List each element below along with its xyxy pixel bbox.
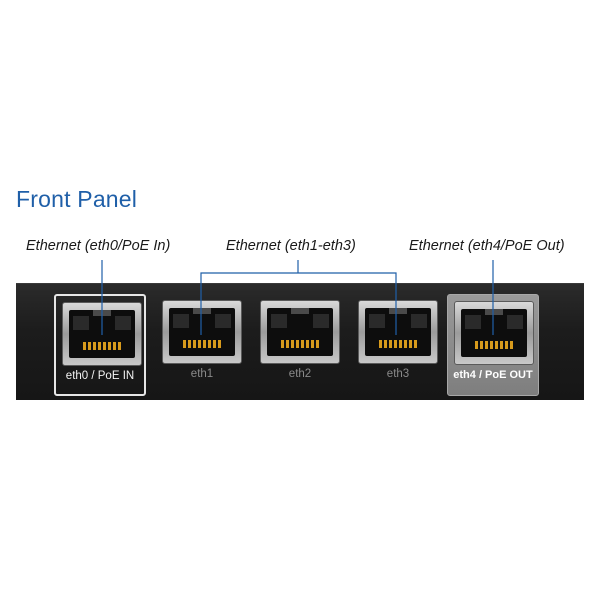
leader-eth1-eth3 xyxy=(200,272,397,335)
port-eth4: eth4 / PoE OUT xyxy=(447,294,539,396)
rj45-jack-icon xyxy=(260,300,340,364)
rj45-jack-icon xyxy=(358,300,438,364)
callout-eth1-eth3: Ethernet (eth1-eth3) xyxy=(226,238,356,254)
rj45-jack-icon xyxy=(162,300,242,364)
port-label-eth4: eth4 / PoE OUT xyxy=(453,369,533,381)
callout-eth0: Ethernet (eth0/PoE In) xyxy=(26,238,171,254)
port-eth3: eth3 xyxy=(352,294,444,396)
port-label-eth2: eth2 xyxy=(288,368,312,380)
port-label-eth1: eth1 xyxy=(190,368,214,380)
page-title: Front Panel xyxy=(16,186,138,212)
port-eth1: eth1 xyxy=(156,294,248,396)
port-label-eth3: eth3 xyxy=(386,368,410,380)
port-eth2: eth2 xyxy=(254,294,346,396)
callout-eth4: Ethernet (eth4/PoE Out) xyxy=(409,238,565,254)
port-label-eth0: eth0 / PoE IN xyxy=(65,370,135,382)
rj45-jack-icon xyxy=(454,301,534,365)
